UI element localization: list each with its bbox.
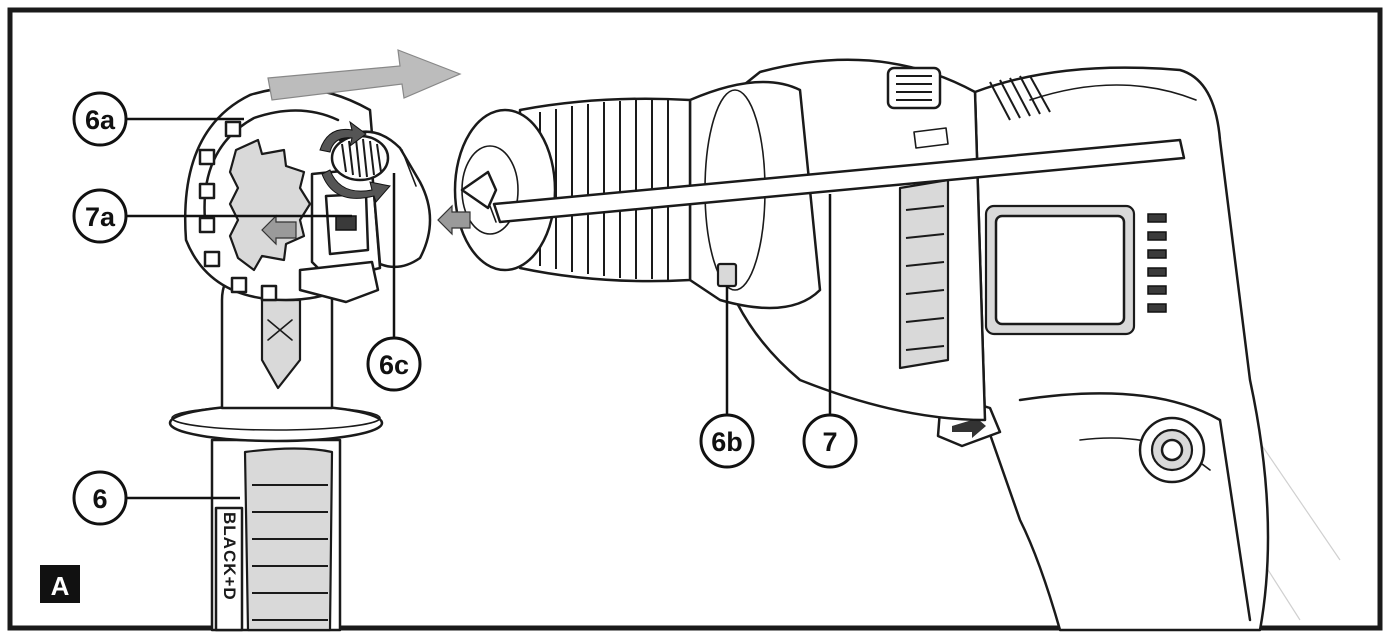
callout-6c: 6c	[366, 173, 422, 392]
callout-6b-label: 6b	[711, 427, 743, 457]
callout-7: 7	[802, 194, 858, 469]
callout-7a-label: 7a	[85, 202, 116, 232]
side-handle-illustration: BLACK+D	[168, 86, 432, 632]
callout-6a: 6a	[72, 91, 244, 147]
handle-brand-text: BLACK+D	[220, 512, 239, 601]
callout-7a: 7a	[72, 188, 352, 244]
rear-vents	[1147, 213, 1167, 313]
side-vents	[905, 205, 945, 351]
figure-label-box: A	[40, 565, 80, 603]
inner-left-arrow	[261, 214, 297, 246]
ring-teeth	[198, 120, 278, 302]
callout-6-label: 6	[92, 484, 107, 514]
callout-6b: 6b	[699, 286, 755, 469]
grip-ribs	[252, 484, 328, 621]
rod-insert-arrow	[437, 204, 471, 236]
top-vents	[989, 75, 1051, 121]
rotate-arrow-icon	[319, 120, 367, 153]
insertion-direction-arrow	[267, 49, 462, 101]
callout-6a-label: 6a	[85, 105, 116, 135]
top-switch-ribs	[896, 75, 932, 101]
callout-7-label: 7	[822, 427, 837, 457]
figure-label: A	[51, 571, 70, 601]
clamp-knob-illustration	[319, 120, 391, 203]
rotate-arrow-icon-lower	[321, 169, 391, 203]
drill-illustration	[437, 58, 1270, 632]
callout-6c-label: 6c	[379, 350, 409, 380]
callout-6: 6	[72, 470, 240, 526]
